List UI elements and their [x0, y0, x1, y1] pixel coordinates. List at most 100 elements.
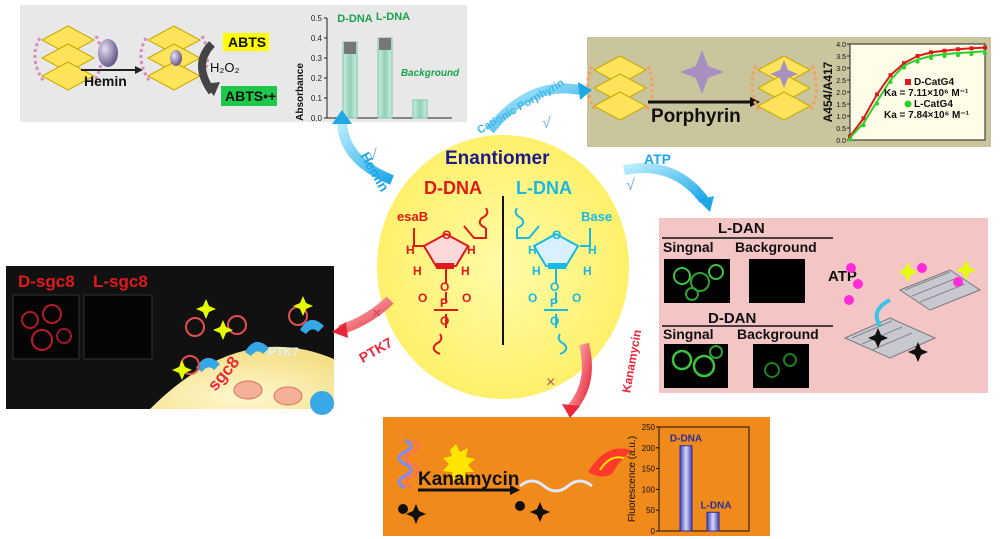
ptk7-receptor-icon	[196, 319, 324, 372]
kanamycin-molecule-icon	[443, 444, 475, 481]
data-point	[875, 92, 879, 97]
y-tick-label: 1.0	[836, 114, 846, 121]
l-dan-background-image	[749, 259, 805, 303]
hemin-check-icon: √	[368, 147, 377, 164]
svg-text:P: P	[440, 296, 448, 310]
l-sgc8-image	[83, 294, 153, 360]
hemin-arrow: Hemin √	[332, 110, 394, 194]
cuvette-cap	[379, 38, 391, 50]
graphene-sheet-bottom	[843, 317, 937, 362]
y-axis-label: Absorbance	[295, 63, 306, 121]
legend-marker	[904, 100, 912, 108]
data-point	[915, 59, 920, 64]
data-point	[956, 47, 960, 52]
y-tick-label: 2.5	[836, 78, 846, 85]
y-axis-label: A454/A417	[821, 61, 835, 122]
d-dan-background-label: Background	[737, 326, 819, 342]
y-tick-label: 0.2	[311, 74, 323, 83]
y-tick-label: 1.5	[836, 102, 846, 109]
svg-text:O: O	[552, 228, 561, 242]
l-dna-label: L-DNA	[516, 178, 572, 198]
data-point	[942, 54, 947, 59]
svg-text:H: H	[413, 264, 422, 278]
legend-name: D-CatG4	[914, 77, 954, 88]
atp-panel: L-DAN Singnal Background D-DAN Singnal B…	[659, 218, 988, 393]
l-dan-background-label: Background	[735, 239, 817, 255]
svg-text:H: H	[588, 243, 597, 257]
y-tick-label: 100	[642, 485, 656, 494]
esab-label: esaB	[397, 209, 428, 224]
kanamycin-arrow-label: Kanamycin	[418, 469, 519, 490]
kanamycin-arrow-text: Kanamycin	[619, 328, 644, 393]
ptk7-receptor-label: PTK7	[268, 345, 299, 359]
center-title: Enantiomer	[445, 148, 550, 169]
y-tick-label: 250	[642, 423, 656, 432]
bar-label: L-DNA	[376, 11, 410, 23]
svg-text:O: O	[418, 291, 427, 305]
abts-label: ABTS	[228, 34, 266, 50]
svg-text:O: O	[528, 291, 537, 305]
ptk7-arrow-text: PTK7	[356, 334, 395, 366]
y-tick-label: 0.0	[836, 138, 846, 145]
svg-text:H: H	[467, 243, 476, 257]
porphyrin-arrow-path: Cationic Porphyrin √	[475, 77, 592, 137]
g-quadruplex-left	[33, 25, 103, 91]
porphyrin-arrow-label: Porphyrin	[651, 106, 741, 127]
y-tick-label: 3.0	[836, 66, 846, 73]
bar-l-dna	[706, 511, 720, 532]
base-label: Base	[581, 209, 612, 224]
bound-complex-icon	[588, 448, 632, 477]
svg-text:H: H	[532, 264, 541, 278]
y-tick-label: 50	[646, 506, 655, 515]
d-dan-label: D-DAN	[708, 310, 756, 327]
legend-marker	[905, 79, 911, 85]
plot-area	[658, 426, 750, 532]
l-dna-structure	[514, 207, 591, 355]
data-point	[929, 50, 933, 55]
ptk7-cross-icon: ×	[372, 305, 381, 322]
atp-arrow: ATP √	[623, 151, 714, 212]
svg-text:O: O	[462, 291, 471, 305]
atp-arrow-text: ATP	[644, 151, 671, 167]
svg-text:P: P	[550, 296, 558, 310]
quencher-icon	[398, 504, 408, 514]
d-sgc8-label: D-sgc8	[18, 272, 75, 291]
data-point	[915, 54, 920, 58]
hemin-panel: Hemin ABTS H₂O₂ ABTS•+ 0.00.10.20.30.40.…	[20, 5, 467, 123]
porphyrin-check-icon: √	[542, 115, 551, 132]
y-tick-label: 0.5	[836, 126, 846, 133]
d-dna-atoms: H H H H O O O O P O	[406, 228, 476, 328]
y-tick-label: 3.5	[836, 54, 846, 61]
data-point	[861, 123, 866, 128]
kanamycin-cross-icon: ×	[546, 374, 555, 391]
porphyrin-panel: Porphyrin 0.00.51.01.52.02.53.03.54.0A45…	[586, 37, 991, 147]
abts-radical-badge	[221, 86, 277, 106]
svg-text:H: H	[461, 264, 470, 278]
data-point	[956, 53, 960, 58]
y-tick-label: 200	[642, 444, 656, 453]
bar-label: D-DNA	[337, 13, 372, 25]
data-point	[902, 61, 906, 66]
bar-background	[412, 99, 428, 119]
l-dan-label: L-DAN	[718, 220, 765, 237]
data-point	[902, 65, 906, 70]
legend-ka: Ka = 7.11×10⁶ M⁻¹	[884, 88, 969, 99]
bar-label: L-DNA	[700, 500, 731, 511]
legend-name: L-CatG4	[914, 99, 953, 110]
abts-radical-label: ABTS•+	[225, 88, 276, 104]
released-aptamer	[519, 479, 593, 493]
l-sgc8-label: L-sgc8	[93, 272, 148, 291]
data-point	[875, 101, 879, 106]
dye-star-icon	[898, 262, 918, 282]
svg-text:O: O	[442, 228, 451, 242]
l-dan-signal-label: Singnal	[663, 239, 714, 255]
h2o2-label: H₂O₂	[210, 60, 240, 75]
hemin-molecule-icon	[98, 39, 118, 67]
bar-label: D-DNA	[670, 434, 702, 445]
atp-check-icon: √	[626, 177, 635, 194]
y-tick-label: 0	[651, 527, 656, 536]
